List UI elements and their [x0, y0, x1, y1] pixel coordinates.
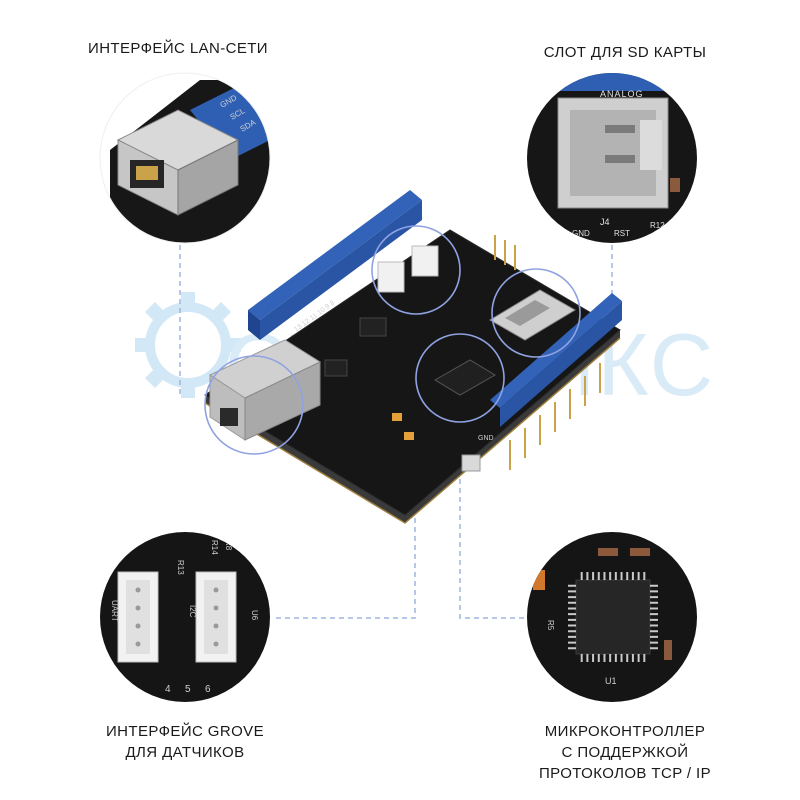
grove-silk-r13: R13: [176, 560, 185, 575]
grove-connectors-board: [377, 245, 439, 293]
grove-silk-u6: U6: [250, 610, 259, 621]
pcb: [204, 229, 621, 516]
grove-label-line-2: ДЛЯ ДАТЧИКОВ: [125, 744, 245, 761]
mcu-silk-u1: U1: [605, 676, 617, 686]
mcu-chip-zoom: [568, 572, 658, 662]
zoom-grove: UART I2C R13 R14 R8 U6 4 5 6: [100, 532, 270, 702]
sd-silk-analog: ANALOG: [600, 89, 644, 99]
lan-interface-label: ИНТЕРФЕЙС LAN-СЕТИ: [88, 40, 268, 57]
grove-silk-6: 6: [205, 684, 211, 695]
zoom-sd: ANALOG J4 RST GND R12: [527, 73, 697, 243]
header-right: [490, 293, 622, 427]
pins-right: [494, 235, 601, 470]
grove-silk-r8: R8: [224, 540, 233, 551]
sd-silk-gnd: GND: [572, 229, 590, 238]
sd-silk-rst: RST: [614, 229, 630, 238]
grove-silk-r14: R14: [210, 540, 219, 555]
zoom-mcu: U1 R5: [527, 532, 697, 702]
grove-label-line-1: ИНТЕРФЕЙС GROVE: [106, 723, 264, 740]
grove-silk-i2c: I2C: [188, 605, 197, 618]
grove-connector-uart: [117, 571, 159, 663]
mcu-label: МИКРОКОНТРОЛЛЕР С ПОДДЕРЖКОЙ ПРОТОКОЛОВ …: [495, 721, 755, 784]
sd-silk-r12: R12: [650, 221, 665, 230]
ring-lan: [204, 355, 304, 455]
ring-sd: [491, 268, 581, 358]
sd-slot-zoom: [557, 97, 669, 209]
grove-silk-4: 4: [165, 684, 171, 695]
mcu-label-line-3: ПРОТОКОЛОВ TCP / IP: [538, 765, 712, 782]
mcu-chip-board: [434, 359, 496, 396]
grove-interface-label: ИНТЕРФЕЙС GROVE ДЛЯ ДАТЧИКОВ: [70, 721, 300, 763]
ring-mcu: [415, 333, 505, 423]
ring-grove: [371, 225, 461, 315]
zoom-lan: GND SCL SDA: [100, 73, 270, 243]
grove-connector-i2c: [195, 571, 237, 663]
rj45-zoom: [116, 109, 240, 216]
rj45-board: [208, 339, 322, 441]
grove-silk-5: 5: [185, 684, 191, 695]
connector-mcu: [459, 380, 525, 619]
grove-silk-uart: UART: [110, 600, 119, 622]
callout-rings: [204, 225, 581, 455]
mcu-silk-r5: R5: [546, 620, 555, 631]
header-top-left: [248, 190, 422, 340]
shield-board: 13 12 11 10 9 8 GND: [204, 190, 622, 524]
mcu-label-line-1: МИКРОКОНТРОЛЛЕР: [544, 723, 706, 740]
sd-slot-label: СЛОТ ДЛЯ SD КАРТЫ: [543, 44, 707, 61]
sd-slot-board: [489, 289, 576, 341]
board-gnd-label: GND: [478, 435, 494, 442]
mcu-label-line-2: С ПОДДЕРЖКОЙ: [561, 744, 689, 761]
sd-silk-j4: J4: [600, 217, 610, 227]
